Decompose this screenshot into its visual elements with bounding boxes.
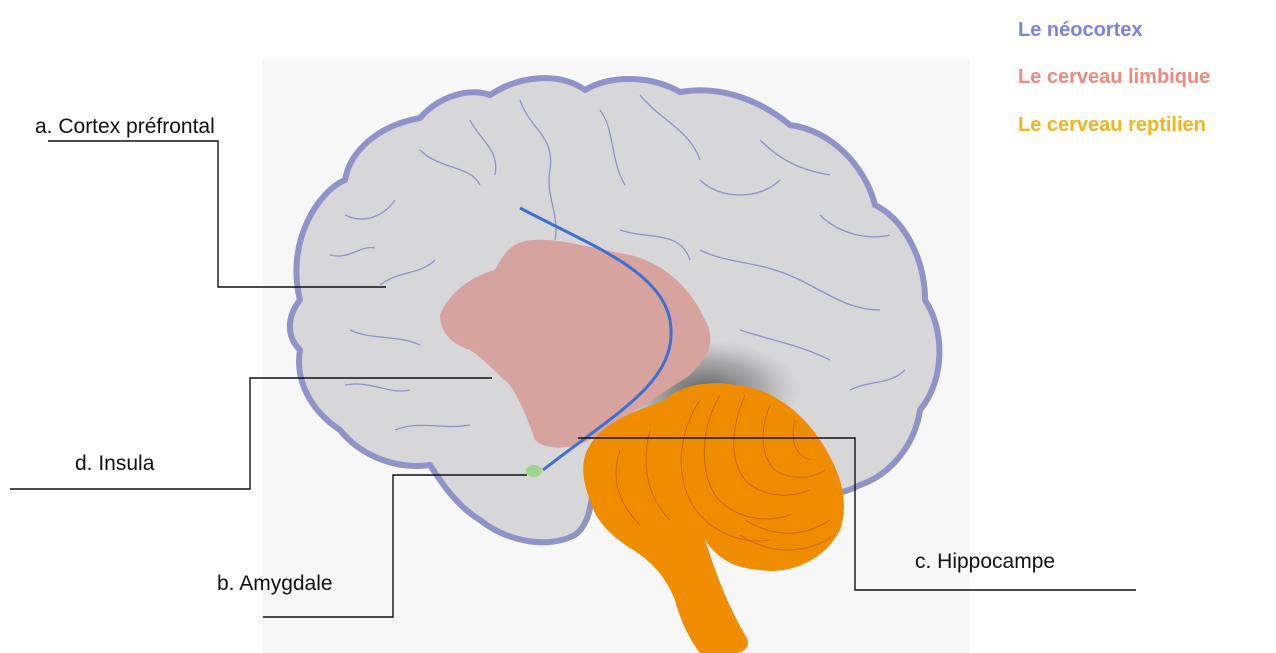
label-cortex-prefrontal: a. Cortex préfrontal	[35, 115, 215, 138]
label-hippocampe: c. Hippocampe	[915, 550, 1055, 573]
legend-neocortex: Le néocortex	[1018, 19, 1142, 41]
label-amygdale: b. Amygdale	[217, 572, 333, 595]
legend-reptilien: Le cerveau reptilien	[1018, 114, 1206, 136]
label-insula: d. Insula	[75, 452, 155, 475]
amygdala-dot	[526, 465, 542, 477]
legend-limbique: Le cerveau limbique	[1018, 66, 1210, 88]
